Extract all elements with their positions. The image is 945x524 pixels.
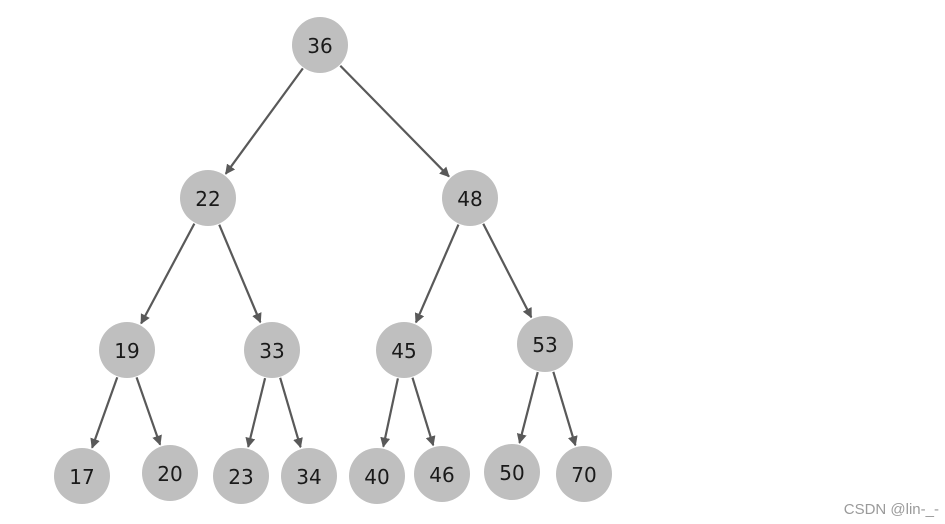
tree-node-48: 48: [442, 170, 498, 226]
tree-node-36: 36: [292, 17, 348, 73]
watermark: CSDN @lin-_-: [843, 501, 939, 518]
node-label: 46: [429, 463, 454, 487]
tree-node-19: 19: [99, 322, 155, 378]
tree-node-34: 34: [281, 448, 337, 504]
node-label: 53: [532, 333, 557, 357]
tree-node-50: 50: [484, 444, 540, 500]
tree-node-46: 46: [414, 446, 470, 502]
node-label: 20: [157, 462, 182, 486]
node-circle: [484, 444, 540, 500]
node-label: 36: [307, 34, 332, 58]
node-label: 48: [457, 187, 482, 211]
edge-48-to-53: [482, 223, 533, 319]
node-circle: [281, 448, 337, 504]
tree-node-40: 40: [349, 448, 405, 504]
edge-36-to-48: [339, 64, 450, 178]
node-circle: [244, 322, 300, 378]
node-circle: [99, 322, 155, 378]
tree-node-70: 70: [556, 446, 612, 502]
node-label: 50: [499, 461, 524, 485]
node-circle: [213, 448, 269, 504]
node-circle: [517, 316, 573, 372]
edge-19-to-17: [90, 376, 119, 449]
nodes-layer: 36 22 48 19 33 45 53 17 20 23 34 40 46 50 70: [54, 17, 612, 504]
node-label: 34: [296, 465, 321, 489]
tree-node-17: 17: [54, 448, 110, 504]
edge-22-to-19: [140, 223, 196, 325]
node-label: 17: [69, 465, 94, 489]
edge-45-to-46: [411, 377, 436, 447]
tree-node-22: 22: [180, 170, 236, 226]
node-label: 19: [114, 339, 139, 363]
node-label: 33: [259, 339, 284, 363]
node-circle: [292, 17, 348, 73]
edge-45-to-40: [380, 378, 399, 448]
node-circle: [376, 322, 432, 378]
node-label: 40: [364, 465, 389, 489]
edge-33-to-34: [279, 377, 303, 449]
edge-36-to-22: [224, 67, 304, 175]
node-circle: [142, 445, 198, 501]
edge-22-to-33: [218, 224, 262, 324]
node-label: 23: [228, 465, 253, 489]
tree-node-45: 45: [376, 322, 432, 378]
node-circle: [556, 446, 612, 502]
edges-layer: [90, 64, 578, 449]
tree-node-20: 20: [142, 445, 198, 501]
node-circle: [442, 170, 498, 226]
edge-19-to-20: [135, 377, 162, 446]
node-label: 45: [391, 339, 416, 363]
tree-node-53: 53: [517, 316, 573, 372]
edge-48-to-45: [414, 224, 460, 324]
tree-node-23: 23: [213, 448, 269, 504]
node-circle: [349, 448, 405, 504]
tree-node-33: 33: [244, 322, 300, 378]
node-circle: [180, 170, 236, 226]
node-circle: [54, 448, 110, 504]
edge-53-to-70: [552, 371, 578, 447]
node-circle: [414, 446, 470, 502]
node-label: 70: [571, 463, 596, 487]
node-label: 22: [195, 187, 220, 211]
edge-33-to-23: [245, 377, 267, 448]
edge-53-to-50: [516, 371, 539, 444]
